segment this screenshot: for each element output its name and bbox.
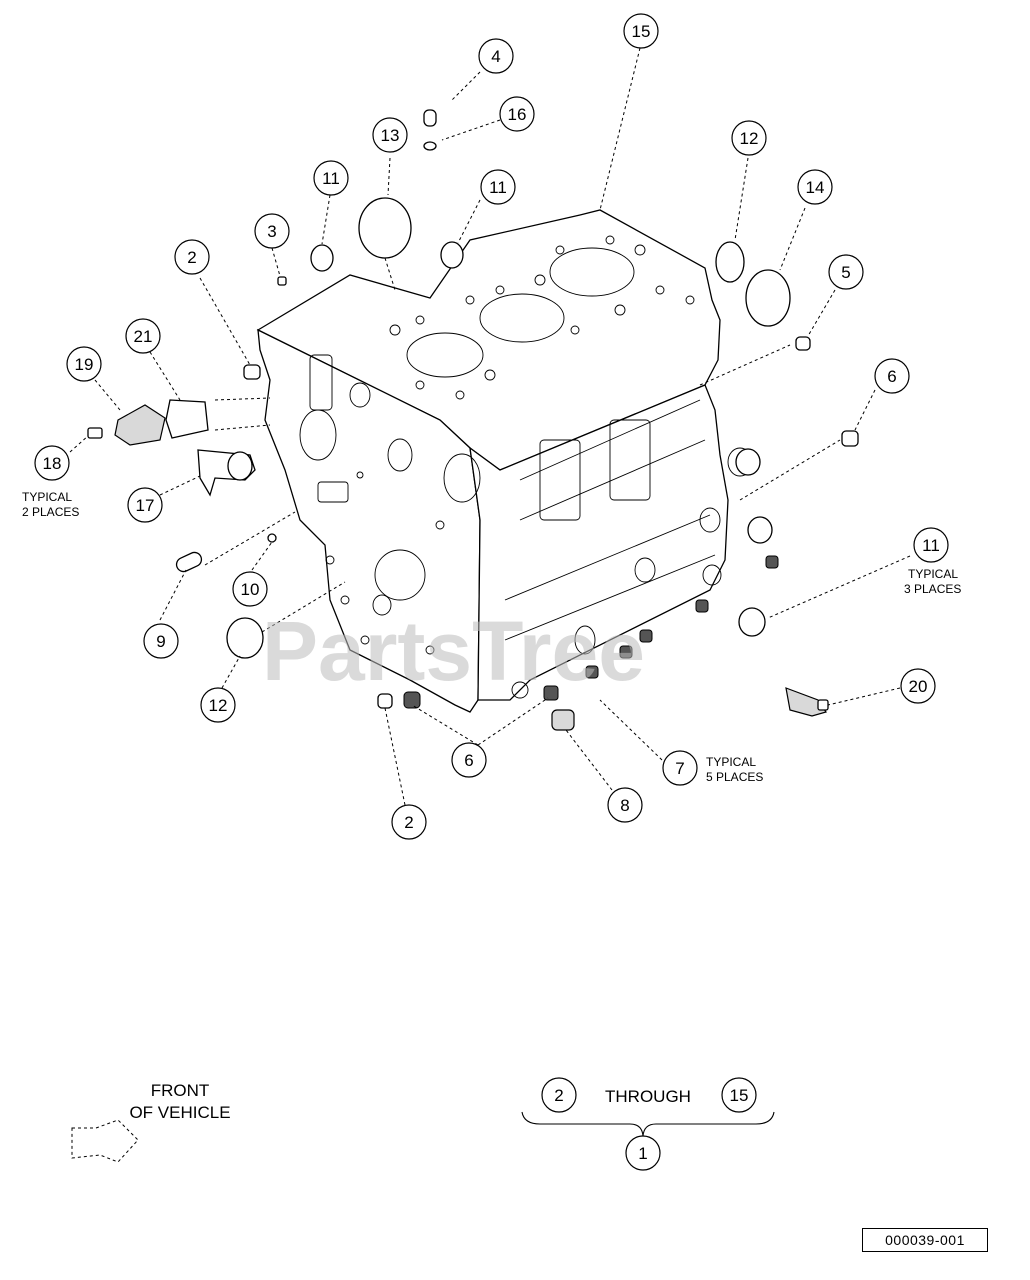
- front-arrow-icon: [71, 1119, 139, 1163]
- typical-5-note-line1: TYPICAL: [706, 755, 756, 769]
- callout-2-lower: 2: [391, 804, 427, 840]
- through-label: THROUGH: [605, 1087, 691, 1106]
- callout-11-right: 11: [913, 527, 949, 563]
- svg-text:7: 7: [675, 759, 684, 778]
- callout-5: 5: [828, 254, 864, 290]
- svg-text:2: 2: [404, 813, 413, 832]
- callout-8: 8: [607, 787, 643, 823]
- svg-text:12: 12: [740, 129, 759, 148]
- svg-text:18: 18: [43, 454, 62, 473]
- typical-3-note-line2: 3 PLACES: [904, 582, 961, 596]
- callout-2-upper: 2: [174, 239, 210, 275]
- typical-5-note-line2: 5 PLACES: [706, 770, 763, 784]
- drawing-code: 000039-001: [862, 1228, 988, 1252]
- typical-3-note-line1: TYPICAL: [908, 567, 958, 581]
- svg-text:11: 11: [922, 536, 940, 555]
- cylinder-block: [256, 209, 753, 713]
- callout-11-top-left: 11: [313, 160, 349, 196]
- callout-21: 21: [125, 318, 161, 354]
- svg-text:3: 3: [267, 222, 276, 241]
- callout-15: 15: [623, 13, 659, 49]
- callout-20: 20: [900, 668, 936, 704]
- svg-text:14: 14: [806, 178, 825, 197]
- callout-7: 7: [662, 750, 698, 786]
- callout-11-top-right: 11: [480, 169, 516, 205]
- svg-text:2: 2: [554, 1086, 563, 1105]
- parts: [87, 109, 859, 731]
- svg-text:11: 11: [322, 169, 340, 188]
- svg-text:6: 6: [887, 367, 896, 386]
- callout-18: 18: [34, 445, 70, 481]
- watermark-text: PartsTree: [262, 604, 645, 698]
- callout-4: 4: [478, 38, 514, 74]
- svg-text:8: 8: [620, 796, 629, 815]
- callout-10: 10: [232, 571, 268, 607]
- callout-9: 9: [143, 623, 179, 659]
- callout-16: 16: [499, 96, 535, 132]
- callouts: 4 16 15 13 11 11 12 14 3 2 5 21 19 6 18 …: [34, 13, 949, 840]
- typical-2-note-line2: 2 PLACES: [22, 505, 79, 519]
- callout-12-top: 12: [731, 120, 767, 156]
- svg-text:1: 1: [638, 1144, 647, 1163]
- front-label-line2: OF VEHICLE: [129, 1103, 230, 1122]
- front-label-line1: FRONT: [151, 1081, 210, 1100]
- svg-text:4: 4: [491, 47, 500, 66]
- svg-text:16: 16: [508, 105, 527, 124]
- callout-1: 1: [625, 1135, 661, 1171]
- callout-17: 17: [127, 487, 163, 523]
- callout-12-lower: 12: [200, 687, 236, 723]
- svg-text:2: 2: [187, 248, 196, 267]
- assembly-group: 2 15 1: [541, 1077, 757, 1171]
- svg-text:17: 17: [136, 496, 155, 515]
- callout-13: 13: [372, 117, 408, 153]
- callout-6-lower: 6: [451, 742, 487, 778]
- callout-2-group: 2: [541, 1077, 577, 1113]
- callout-3: 3: [254, 213, 290, 249]
- leader-lines: [69, 47, 911, 806]
- svg-text:15: 15: [730, 1086, 749, 1105]
- svg-text:11: 11: [489, 178, 507, 197]
- svg-text:12: 12: [209, 696, 228, 715]
- svg-text:20: 20: [909, 677, 928, 696]
- svg-text:13: 13: [381, 126, 400, 145]
- svg-text:5: 5: [841, 263, 850, 282]
- svg-text:6: 6: [464, 751, 473, 770]
- svg-text:10: 10: [241, 580, 260, 599]
- svg-text:15: 15: [632, 22, 651, 41]
- group-brace: [521, 1111, 775, 1137]
- callout-14: 14: [797, 169, 833, 205]
- svg-text:9: 9: [156, 632, 165, 651]
- callout-6-right: 6: [874, 358, 910, 394]
- svg-text:21: 21: [134, 327, 153, 346]
- callout-19: 19: [66, 346, 102, 382]
- svg-text:19: 19: [75, 355, 94, 374]
- typical-2-note-line1: TYPICAL: [22, 490, 72, 504]
- callout-15-group: 15: [721, 1077, 757, 1113]
